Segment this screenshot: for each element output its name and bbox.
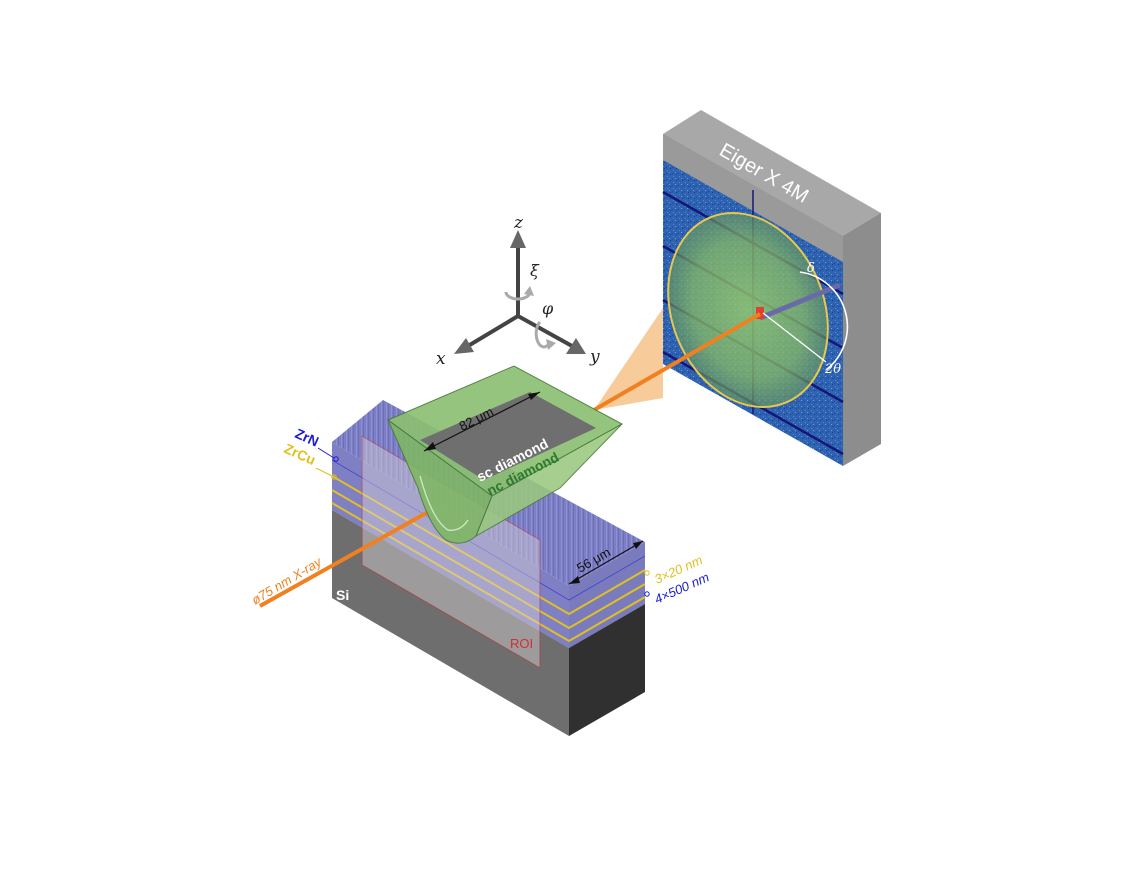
detector-side-face — [843, 213, 881, 466]
indenter-tip — [419, 475, 469, 531]
substrate-front-face — [332, 510, 569, 736]
two-theta-label: 2θ — [824, 362, 841, 377]
layer-labels-left: ZrN ZrCu — [282, 425, 339, 480]
direct-beam-spot — [756, 307, 764, 319]
detector-top-face — [663, 110, 881, 236]
layer-labels-right: 3×20 nm 4×500 nm — [644, 552, 712, 607]
dimension-arrowhead-right — [528, 392, 540, 400]
x-axis — [466, 314, 520, 348]
coordinate-axes: z x y ξ φ — [436, 213, 600, 369]
diffracted-beam — [592, 312, 762, 412]
indenter-width-dimension — [423, 391, 541, 452]
sc-diamond-face — [420, 392, 596, 480]
film-end-face — [569, 542, 645, 648]
roi-label: ROI — [510, 636, 533, 651]
beamstop — [759, 282, 841, 321]
zrn-layer-borders — [331, 459, 646, 601]
delta-label: δ — [807, 261, 815, 276]
detector: δ 2θ Eiger X 4M — [662, 110, 881, 466]
xi-label: ξ — [530, 261, 540, 280]
phi-label: φ — [542, 299, 554, 318]
y-axis-label: y — [589, 347, 600, 367]
xray-label: ø75 nm X-ray — [249, 553, 326, 607]
z-arrowhead — [510, 230, 526, 248]
indenter-side-wedge — [475, 423, 623, 538]
dimension-arrowhead-left — [424, 442, 436, 451]
phi-arrowhead — [546, 339, 556, 350]
y-arrowhead — [566, 338, 586, 354]
substrate-end-face — [569, 604, 645, 736]
x-arrowhead — [454, 338, 474, 354]
y-axis — [517, 314, 573, 348]
indenter: 82 μm sc diamond nc diamond — [386, 365, 624, 544]
indenter-front-wedge — [386, 418, 493, 544]
phi-rotation-arrow — [534, 320, 550, 349]
two-theta-line — [762, 312, 827, 363]
diffraction-ring-edge — [667, 212, 829, 408]
diffraction-cone — [594, 308, 663, 410]
xray-beam — [259, 510, 429, 608]
si-label: Si — [336, 587, 349, 603]
x-axis-label: x — [436, 349, 446, 369]
angle-arc — [799, 271, 849, 371]
xi-arrowhead — [524, 286, 534, 296]
z-axis-label: z — [513, 213, 524, 233]
diffraction-ring — [668, 213, 828, 407]
